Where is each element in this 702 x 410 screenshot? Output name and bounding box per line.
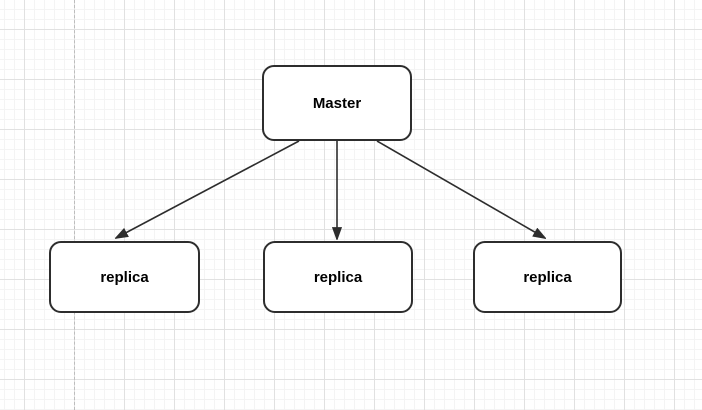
node-replica-1[interactable]: replica [49,241,200,313]
node-replica-3-label: replica [523,268,572,286]
node-replica-3[interactable]: replica [473,241,622,313]
node-replica-1-label: replica [100,268,149,286]
page-guide-line [74,0,75,410]
edge-master-replica-3[interactable] [376,140,545,238]
node-master[interactable]: Master [262,65,412,141]
node-replica-2[interactable]: replica [263,241,413,313]
node-master-label: Master [312,94,362,112]
node-replica-2-label: replica [313,268,363,286]
edge-master-replica-1[interactable] [116,140,300,238]
